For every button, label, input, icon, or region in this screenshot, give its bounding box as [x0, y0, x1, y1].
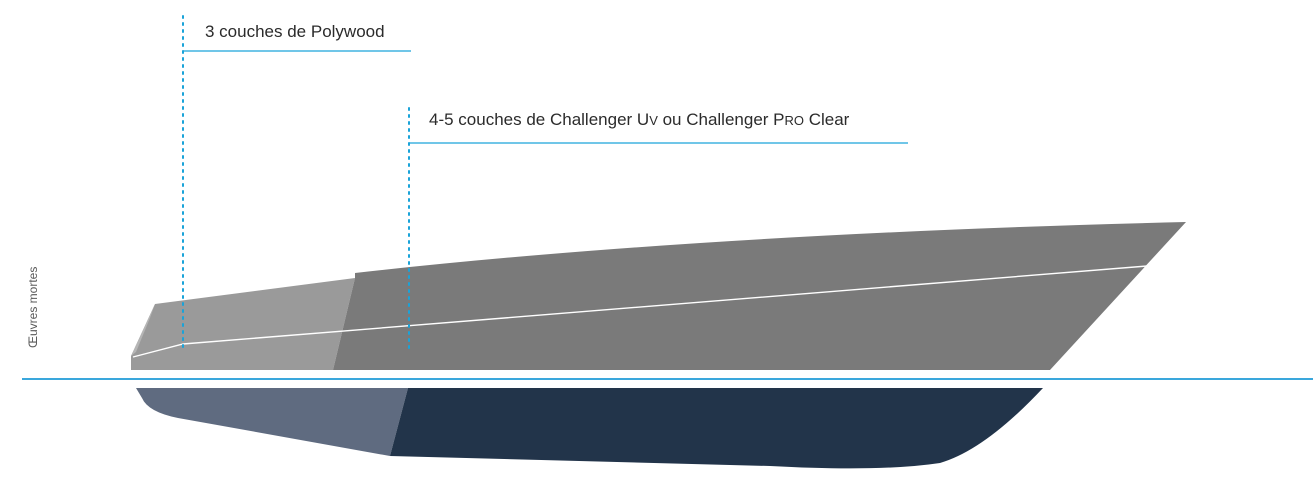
- transom-chine: [131, 304, 155, 356]
- lower-hull-stern-section: [136, 388, 408, 456]
- polywood-callout: 3 couches de Polywood: [182, 15, 411, 349]
- lower-hull-bow-section: [390, 388, 1043, 469]
- upper-hull-bow-section: [333, 222, 1186, 370]
- challenger-label-mid: ou Challenger P: [658, 110, 785, 129]
- challenger-label-prefix: 4-5 couches de Challenger U: [429, 110, 649, 129]
- challenger-label-ro: RO: [785, 113, 805, 128]
- upper-hull-stern-section: [131, 278, 355, 370]
- oeuvres-mortes-label: Œuvres mortes: [26, 267, 40, 348]
- lower-hull: [136, 388, 1043, 469]
- upper-hull: [131, 222, 1186, 370]
- challenger-label: 4-5 couches de Challenger UV ou Challeng…: [429, 110, 850, 129]
- challenger-label-v: V: [649, 113, 658, 128]
- polywood-label: 3 couches de Polywood: [205, 22, 385, 41]
- challenger-callout: 4-5 couches de Challenger UV ou Challeng…: [408, 107, 908, 353]
- challenger-label-suffix: Clear: [804, 110, 850, 129]
